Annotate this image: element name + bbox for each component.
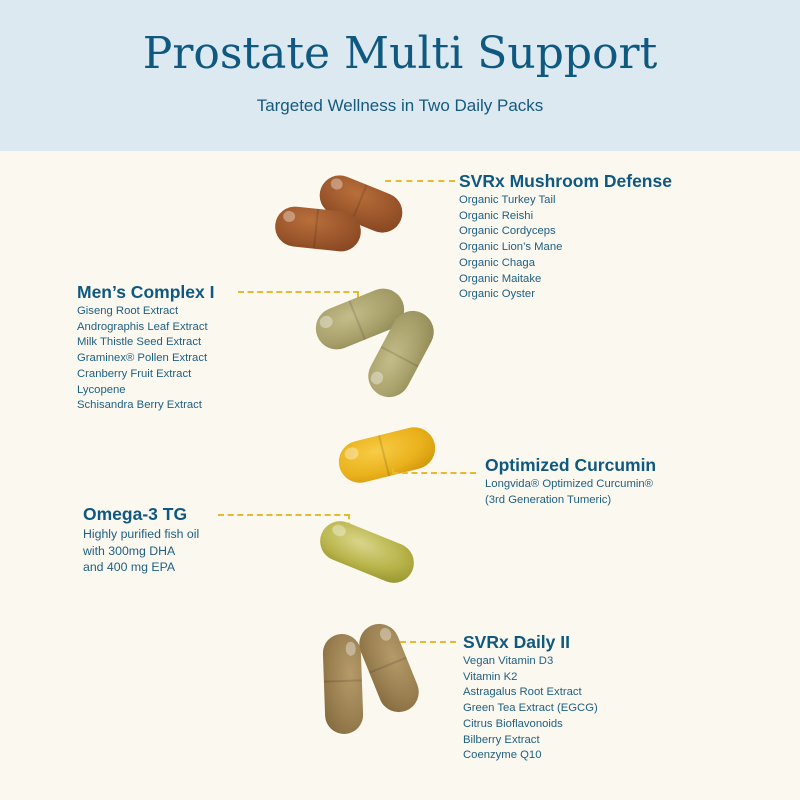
- ingredient: Schisandra Berry Extract: [77, 399, 202, 412]
- product-name: SVRx Daily II: [463, 632, 570, 652]
- ingredient: Organic Cordyceps: [459, 225, 556, 238]
- product-diagram: SVRx Mushroom Defense Organic Turkey Tai…: [0, 151, 800, 800]
- product-svrx-daily-ii: SVRx Daily II Vegan Vitamin D3 Vitamin K…: [463, 632, 598, 764]
- tan-capsule-icon: [322, 633, 364, 735]
- connector-line: [238, 291, 359, 303]
- ingredient: Green Tea Extract (EGCG): [463, 702, 598, 715]
- ingredient-list: Organic Turkey Tail Organic Reishi Organ…: [459, 193, 672, 303]
- softgel-capsule-icon: [314, 515, 420, 589]
- connector-line: [400, 641, 456, 643]
- product-name: Omega-3 TG: [83, 504, 188, 524]
- ingredient: (3rd Generation Tumeric): [485, 493, 612, 506]
- ingredient: Vegan Vitamin D3: [463, 655, 554, 667]
- product-mens-complex-i: Men’s Complex I Giseng Root Extract Andr…: [77, 282, 214, 414]
- product-svrx-mushroom-defense: SVRx Mushroom Defense Organic Turkey Tai…: [459, 171, 672, 303]
- ingredient: and 400 mg EPA: [83, 560, 176, 574]
- connector-line: [385, 180, 455, 182]
- product-name: Men’s Complex I: [77, 282, 215, 302]
- tan-capsule-icon: [353, 617, 425, 719]
- yellow-capsule-icon: [334, 422, 440, 488]
- ingredient: Lycopene: [77, 383, 126, 396]
- ingredient: Organic Maitake: [459, 272, 542, 285]
- ingredient: Andrographis Leaf Extract: [77, 320, 208, 333]
- ingredient: Milk Thistle Seed Extract: [77, 336, 202, 349]
- ingredient: Graminex® Pollen Extract: [77, 352, 208, 365]
- product-optimized-curcumin: Optimized Curcumin Longvida® Optimized C…: [485, 455, 656, 508]
- ingredient: Organic Turkey Tail: [459, 194, 556, 206]
- ingredient: Organic Reishi: [459, 209, 534, 222]
- ingredient: Longvida® Optimized Curcumin®: [485, 478, 653, 490]
- ingredient: with 300mg DHA: [83, 543, 176, 558]
- ingredient: Bilberry Extract: [463, 733, 540, 746]
- ingredient: Citrus Bioflavonoids: [463, 717, 563, 730]
- ingredient: Highly purified fish oil: [83, 527, 200, 541]
- ingredient-list: Vegan Vitamin D3 Vitamin K2 Astragalus R…: [463, 654, 598, 764]
- connector-line: [218, 514, 350, 528]
- ingredient: Astragalus Root Extract: [463, 686, 582, 699]
- page-subtitle: Targeted Wellness in Two Daily Packs: [256, 96, 544, 115]
- header-banner: Prostate Multi Support Targeted Wellness…: [0, 0, 800, 151]
- ingredient-list: Giseng Root Extract Andrographis Leaf Ex…: [77, 304, 214, 414]
- ingredient: Organic Chaga: [459, 256, 535, 269]
- ingredient: Giseng Root Extract: [77, 305, 179, 317]
- ingredient: Organic Oyster: [459, 288, 535, 301]
- ingredient-list: Longvida® Optimized Curcumin® (3rd Gener…: [485, 477, 656, 508]
- ingredient: Cranberry Fruit Extract: [77, 367, 192, 380]
- connector-line: [392, 459, 476, 474]
- ingredient: Coenzyme Q10: [463, 749, 542, 762]
- product-name: Optimized Curcumin: [485, 455, 657, 475]
- ingredient: Organic Lion’s Mane: [459, 241, 563, 254]
- product-omega-3-tg: Omega-3 TG Highly purified fish oil with…: [83, 504, 199, 576]
- ingredient-list: Highly purified fish oil with 300mg DHA …: [83, 526, 199, 576]
- page-title: Prostate Multi Support: [142, 28, 658, 79]
- ingredient: Vitamin K2: [463, 670, 518, 683]
- product-name: SVRx Mushroom Defense: [459, 171, 672, 191]
